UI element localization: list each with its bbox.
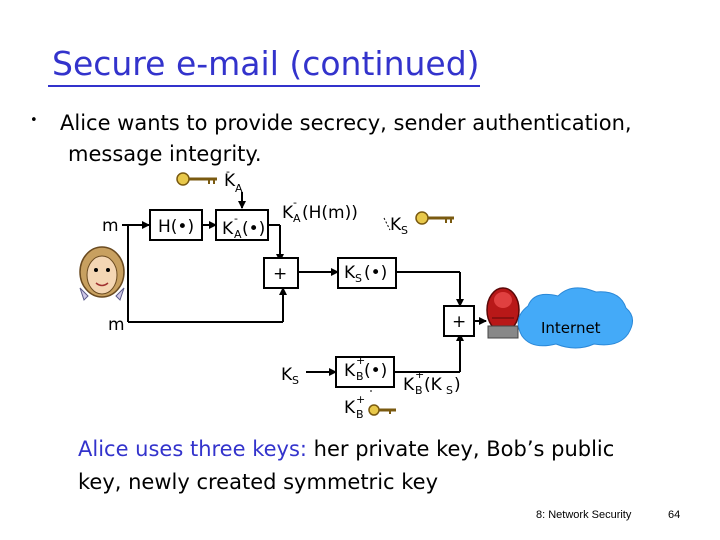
- key-icon: [368, 404, 396, 416]
- svg-text:+: +: [356, 393, 365, 406]
- svg-text:(•): (•): [364, 361, 387, 381]
- svg-text:A: A: [235, 182, 243, 195]
- svg-text:K: K: [403, 375, 415, 395]
- svg-text:K: K: [281, 365, 293, 385]
- footer-course-label: 8: Network Security: [536, 509, 632, 521]
- svg-text:K: K: [344, 263, 356, 283]
- symmetric-key-input-label: K S: [281, 365, 299, 387]
- key-icon: [415, 211, 454, 225]
- private-key-sign-box: [215, 209, 269, 241]
- hash-function-box: [149, 209, 203, 241]
- svg-text:-: -: [226, 165, 230, 178]
- bob-public-encrypt-box: [335, 356, 395, 388]
- title-underline: [48, 85, 480, 87]
- concat-plus-right: +: [452, 312, 466, 332]
- message-label-bottom: m: [108, 315, 125, 335]
- svg-text:(•): (•): [242, 219, 265, 239]
- concat-box-right: [443, 305, 475, 337]
- concat-box-top: [263, 257, 299, 289]
- svg-text:S: S: [446, 384, 453, 397]
- symmetric-encrypt-box: [337, 257, 397, 289]
- key-icon: [176, 172, 217, 186]
- bob-public-key-label: K + B: [344, 393, 365, 421]
- svg-text:(K: (K: [424, 375, 443, 395]
- svg-text:S: S: [401, 224, 408, 237]
- summary-rest: her private key, Bob’s public: [306, 437, 615, 461]
- svg-text:K: K: [344, 361, 356, 381]
- bullet-line-2: message integrity.: [68, 142, 262, 166]
- svg-text:B: B: [415, 384, 423, 397]
- svg-text:K: K: [224, 171, 236, 191]
- svg-text:K: K: [390, 215, 402, 235]
- slide-title: Secure e-mail (continued): [52, 44, 480, 83]
- svg-text:K: K: [222, 219, 234, 239]
- internet-cloud-icon: [517, 287, 633, 349]
- svg-text:B: B: [356, 370, 364, 383]
- svg-text:+: +: [356, 354, 365, 367]
- alice-person-icon: [79, 246, 125, 301]
- private-key-top-label: K - A: [224, 165, 243, 195]
- summary-highlight: Alice uses three keys:: [78, 437, 307, 461]
- svg-text:S: S: [355, 272, 362, 285]
- svg-text:-: -: [293, 196, 297, 209]
- sign-box-label: K - A (•): [222, 212, 265, 241]
- svg-text:+: +: [415, 368, 424, 381]
- svg-text:(•): (•): [364, 263, 387, 283]
- bullet-text: Alice wants to provide secrecy, sender a…: [60, 108, 632, 170]
- svg-text:B: B: [356, 408, 364, 421]
- encrypted-symmetric-key-label: K + B (K S ): [403, 368, 461, 397]
- bullet-marker: •: [30, 113, 38, 128]
- svg-text:A: A: [234, 228, 242, 241]
- summary-line-2: key, newly created symmetric key: [78, 470, 439, 494]
- svg-text:(H(m)): (H(m)): [302, 203, 358, 223]
- signed-hash-label: K - A (H(m)): [282, 196, 358, 225]
- summary-line-1: Alice uses three keys: her private key, …: [78, 433, 614, 466]
- svg-text:K: K: [344, 398, 356, 418]
- firewall-icon: [486, 287, 520, 339]
- svg-text:S: S: [292, 374, 299, 387]
- svg-text:K: K: [282, 203, 294, 223]
- footer-page-number: 64: [668, 509, 681, 521]
- summary-text: Alice uses three keys: her private key, …: [78, 433, 614, 499]
- bob-encrypt-label: K + B (•): [344, 354, 387, 383]
- internet-label: Internet: [541, 319, 601, 337]
- svg-text:A: A: [293, 212, 301, 225]
- bullet-line-1: Alice wants to provide secrecy, sender a…: [60, 111, 632, 135]
- svg-text:): ): [454, 375, 461, 395]
- symmetric-encrypt-label: K S (•): [344, 263, 387, 285]
- symmetric-key-label: K S: [390, 215, 408, 237]
- message-label-top: m: [102, 216, 119, 236]
- svg-text:-: -: [234, 212, 238, 225]
- hash-function-label: H(•): [158, 217, 194, 237]
- concat-plus-top: +: [273, 264, 287, 284]
